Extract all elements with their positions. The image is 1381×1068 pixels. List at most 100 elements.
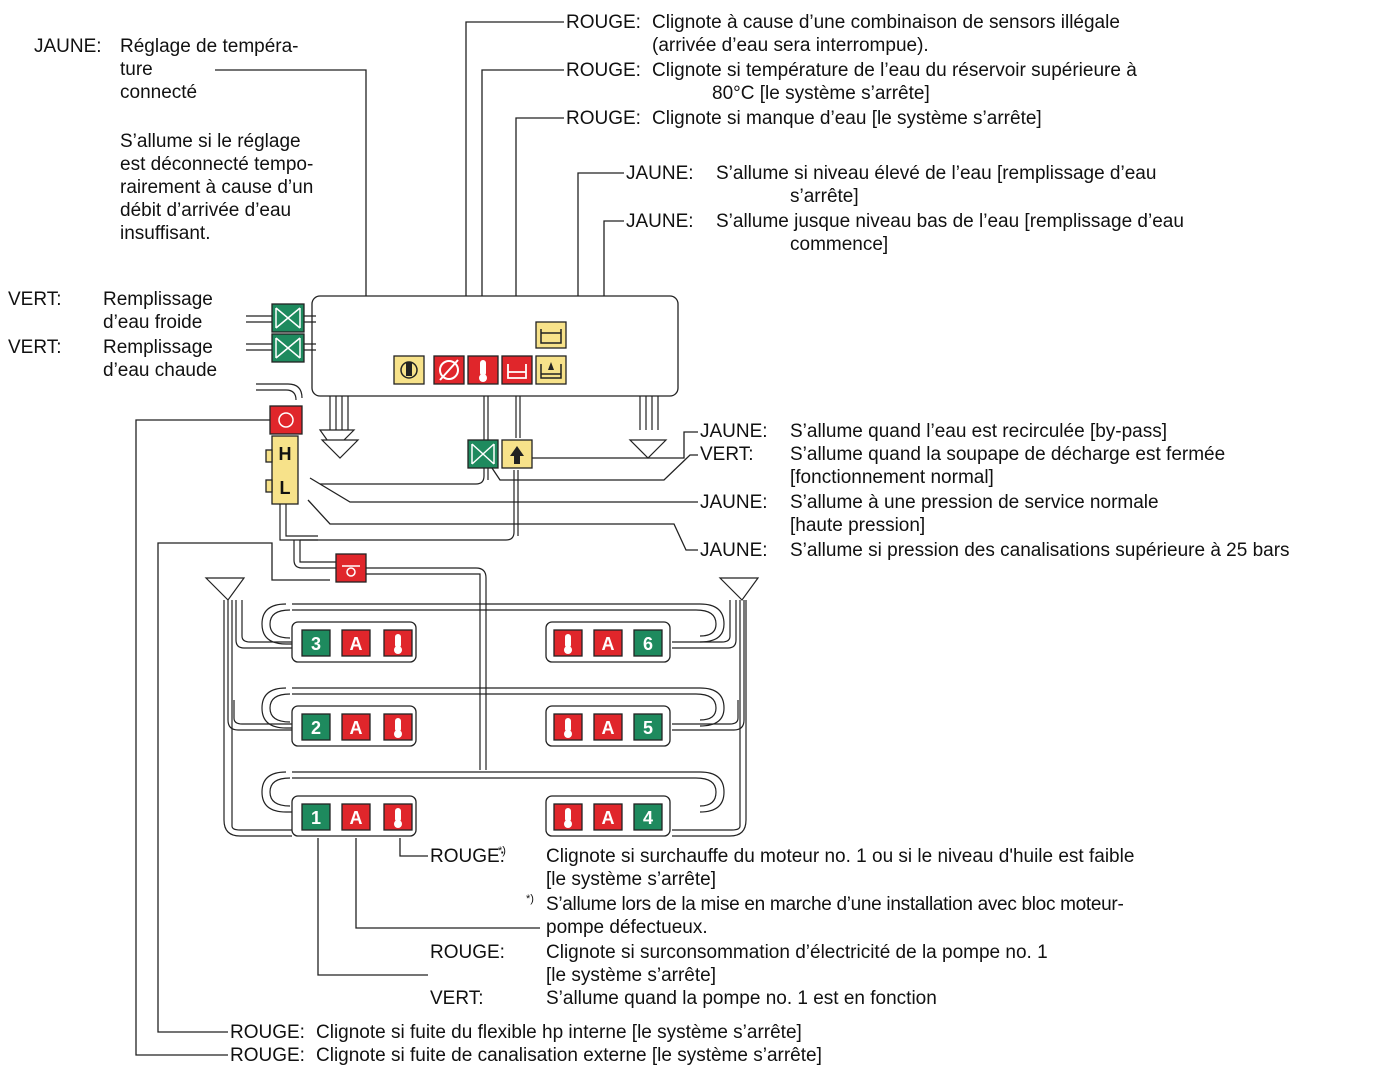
svg-text:A: A: [350, 718, 363, 738]
label-normal-pressure: JAUNE: S’allume à une pression de servic…: [700, 492, 1159, 536]
svg-text:commence]: commence]: [790, 234, 888, 255]
svg-text:2: 2: [311, 718, 321, 738]
svg-text:6: 6: [643, 634, 653, 654]
svg-text:[le système s’arrête]: [le système s’arrête]: [546, 965, 716, 986]
svg-text:JAUNE:: JAUNE:: [626, 163, 694, 184]
svg-text:S’allume jusque niveau bas de: S’allume jusque niveau bas de l’eau [rem…: [716, 211, 1184, 232]
label-motor-overheat: ROUGE: *) Clignote si surchauffe du mote…: [430, 845, 1134, 890]
leader-lines: [135, 21, 698, 1056]
label-relief-valve: VERT: S’allume quand la soupape de décha…: [700, 444, 1225, 488]
svg-text:ROUGE:: ROUGE:: [566, 12, 641, 33]
svg-text:Clignote si fuite du flexible: Clignote si fuite du flexible hp interne…: [316, 1022, 802, 1043]
pressure-switch: H L: [265, 435, 336, 569]
label-defective-pump: *) S’allume lors de la mise en marche d’…: [526, 893, 1124, 938]
tank-temperature-indicator: [467, 355, 499, 385]
internal-hose-leak-indicator: [269, 405, 303, 435]
svg-text:S’allume à une pression de ser: S’allume à une pression de service norma…: [790, 492, 1159, 513]
svg-text:rairement à cause d’un: rairement à cause d’un: [120, 177, 313, 198]
svg-text:A: A: [350, 808, 363, 828]
label-cold-water-fill: VERT: Remplissage d’eau froide: [8, 289, 213, 333]
svg-text:Clignote si fuite de canalisat: Clignote si fuite de canalisation extern…: [316, 1045, 822, 1066]
svg-text:Clignote à cause d’une combina: Clignote à cause d’une combinaison de se…: [652, 12, 1120, 33]
low-level-indicator: [535, 355, 567, 385]
svg-text:ROUGE:: ROUGE:: [566, 108, 641, 129]
svg-text:[fonctionnement normal]: [fonctionnement normal]: [790, 467, 994, 488]
high-level-indicator: [535, 321, 567, 349]
svg-text:*): *): [498, 845, 506, 857]
relief-valve-indicator: [467, 439, 499, 469]
svg-text:Clignote si température de l’e: Clignote si température de l’eau du rése…: [652, 60, 1137, 81]
label-tank-temperature: ROUGE: Clignote si température de l’eau …: [566, 60, 1137, 104]
svg-text:S’allume si pression des canal: S’allume si pression des canalisations s…: [790, 540, 1290, 561]
svg-text:Clignote si manque d’eau [le s: Clignote si manque d’eau [le système s’a…: [652, 108, 1042, 129]
pump-unit-6: A 6: [545, 621, 671, 663]
svg-text:insuffisant.: insuffisant.: [120, 223, 210, 244]
label-temperature-setting: JAUNE: Réglage de tempéra- ture connecté…: [34, 36, 313, 244]
svg-text:ROUGE:: ROUGE:: [230, 1045, 305, 1066]
svg-text:S’allume quand la pompe no. 1: S’allume quand la pompe no. 1 est en fon…: [546, 988, 937, 1009]
svg-text:*): *): [526, 893, 534, 905]
panel-pipes: [256, 383, 521, 541]
svg-text:d’eau chaude: d’eau chaude: [103, 360, 217, 381]
svg-text:JAUNE:: JAUNE:: [700, 421, 768, 442]
svg-text:Clignote si surchauffe du mote: Clignote si surchauffe du moteur no. 1 o…: [546, 846, 1134, 867]
svg-text:S’allume si le réglage: S’allume si le réglage: [120, 131, 301, 152]
external-pipe-leak-indicator: [335, 553, 367, 583]
svg-text:Remplissage: Remplissage: [103, 337, 213, 358]
pump-unit-4: A 4: [545, 795, 671, 837]
manifold-pipes: [204, 567, 760, 837]
tank-outlets: [318, 396, 668, 459]
svg-text:connecté: connecté: [120, 82, 197, 103]
pump-unit-2: 2 A: [291, 705, 417, 747]
svg-text:4: 4: [643, 808, 653, 828]
svg-text:Remplissage: Remplissage: [103, 289, 213, 310]
svg-text:pompe défectueux.: pompe défectueux.: [546, 917, 708, 938]
svg-text:[le système s’arrête]: [le système s’arrête]: [546, 869, 716, 890]
svg-text:VERT:: VERT:: [8, 337, 62, 358]
pump-unit-1: 1 A: [291, 795, 417, 837]
svg-text:JAUNE:: JAUNE:: [626, 211, 694, 232]
svg-text:3: 3: [311, 634, 321, 654]
svg-text:VERT:: VERT:: [430, 988, 484, 1009]
svg-text:JAUNE:: JAUNE:: [700, 492, 768, 513]
svg-text:Réglage de tempéra-: Réglage de tempéra-: [120, 36, 299, 57]
label-pump-overcurrent: ROUGE: Clignote si surconsommation d’éle…: [430, 942, 1048, 986]
svg-text:JAUNE:: JAUNE:: [34, 36, 102, 57]
hot-water-valve: [246, 333, 316, 363]
svg-text:A: A: [602, 634, 615, 654]
svg-text:Clignote si surconsommation d’: Clignote si surconsommation d’électricit…: [546, 942, 1048, 963]
pump-unit-3: 3 A: [291, 621, 417, 663]
svg-text:ROUGE:: ROUGE:: [430, 942, 505, 963]
svg-text:ROUGE:: ROUGE:: [430, 846, 505, 867]
label-internal-hose-leak: ROUGE: Clignote si fuite du flexible hp …: [230, 1022, 802, 1043]
svg-text:est déconnecté tempo-: est déconnecté tempo-: [120, 154, 313, 175]
high-pressure-label: H: [279, 444, 292, 464]
label-high-water-level: JAUNE: S’allume si niveau élevé de l’eau…: [626, 163, 1156, 207]
svg-text:S’allume quand la soupape de d: S’allume quand la soupape de décharge es…: [790, 444, 1225, 465]
cold-water-valve: [246, 303, 316, 333]
svg-text:S’allume lors de la mise en ma: S’allume lors de la mise en marche d’une…: [546, 894, 1124, 915]
label-recirculation: JAUNE: S’allume quand l’eau est recircul…: [700, 421, 1167, 442]
svg-text:ROUGE:: ROUGE:: [566, 60, 641, 81]
label-illegal-sensors: ROUGE: Clignote à cause d’une combinaiso…: [566, 12, 1120, 56]
pump-unit-5: A 5: [545, 705, 671, 747]
temperature-setting-indicator: [393, 355, 425, 385]
label-line-pressure: JAUNE: S’allume si pression des canalisa…: [700, 540, 1290, 561]
svg-text:[haute pression]: [haute pression]: [790, 515, 925, 536]
svg-text:A: A: [602, 808, 615, 828]
label-external-pipe-leak: ROUGE: Clignote si fuite de canalisation…: [230, 1045, 822, 1066]
svg-text:80°C [le système s’arrête]: 80°C [le système s’arrête]: [712, 83, 930, 104]
recirculation-indicator: [501, 439, 533, 469]
svg-text:ROUGE:: ROUGE:: [230, 1022, 305, 1043]
svg-text:A: A: [602, 718, 615, 738]
svg-text:ture: ture: [120, 59, 153, 80]
svg-text:1: 1: [311, 808, 321, 828]
svg-text:S’allume quand l’eau est recir: S’allume quand l’eau est recirculée [by-…: [790, 421, 1167, 442]
svg-text:VERT:: VERT:: [8, 289, 62, 310]
svg-text:(arrivée d’eau sera interrompu: (arrivée d’eau sera interrompue).: [652, 35, 929, 56]
svg-text:VERT:: VERT:: [700, 444, 754, 465]
svg-text:A: A: [350, 634, 363, 654]
low-pressure-label: L: [280, 478, 291, 498]
illegal-sensor-indicator: [433, 355, 465, 385]
